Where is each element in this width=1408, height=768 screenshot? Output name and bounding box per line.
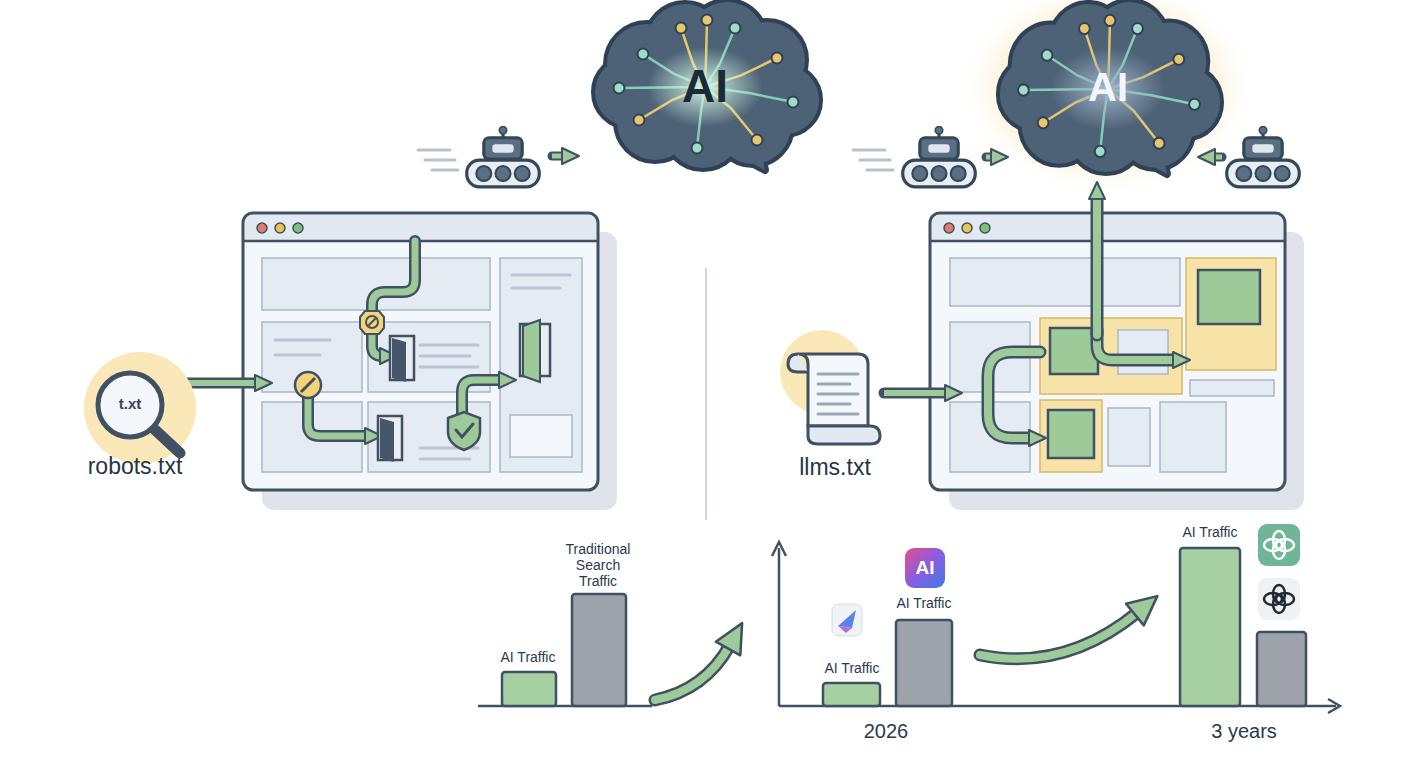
chatbot-icon — [1258, 524, 1300, 620]
llms-file-icon: llms.txt — [780, 340, 890, 485]
browser-window — [930, 196, 1304, 510]
flow-arrow — [186, 383, 258, 384]
trend-arrow — [980, 612, 1138, 659]
crawler-robot — [1212, 127, 1299, 187]
block-symbol — [295, 311, 384, 398]
traffic-chart — [772, 542, 1340, 713]
node-label: AI — [585, 60, 825, 113]
brain-glow — [553, 0, 853, 182]
trend-arrow — [655, 645, 730, 700]
ai-brain: AI — [585, 2, 825, 172]
bar-label: AI Traffic — [478, 649, 578, 665]
axis-label: 3 years — [1184, 720, 1304, 743]
node-label: llms.txt — [775, 454, 895, 480]
bar-label: AI Traffic — [874, 595, 974, 611]
ai-brain: AI — [990, 2, 1226, 176]
crawler-robot — [853, 127, 994, 187]
divider-line — [705, 268, 707, 520]
node-label: robots.txt — [60, 453, 210, 479]
node-label: t.xt — [100, 395, 160, 412]
door-symbol — [378, 320, 550, 462]
ai-app-icon: AI — [905, 548, 945, 588]
crawler-robot — [418, 127, 565, 187]
flow-arrow — [884, 393, 948, 394]
brain-glow — [958, 0, 1258, 196]
bar-label: AI Traffic — [802, 660, 902, 676]
node-label: AI — [905, 557, 945, 579]
axis-label: 2026 — [836, 720, 936, 743]
bar-label: AI Traffic — [1160, 524, 1260, 540]
traffic-chart — [478, 594, 652, 706]
app-icon — [832, 604, 862, 636]
bar-label: Traditional Search Traffic — [555, 541, 641, 589]
robots-file-icon: t.xtrobots.txt — [80, 345, 220, 485]
browser-window — [243, 213, 617, 510]
node-label: AI — [990, 64, 1226, 110]
